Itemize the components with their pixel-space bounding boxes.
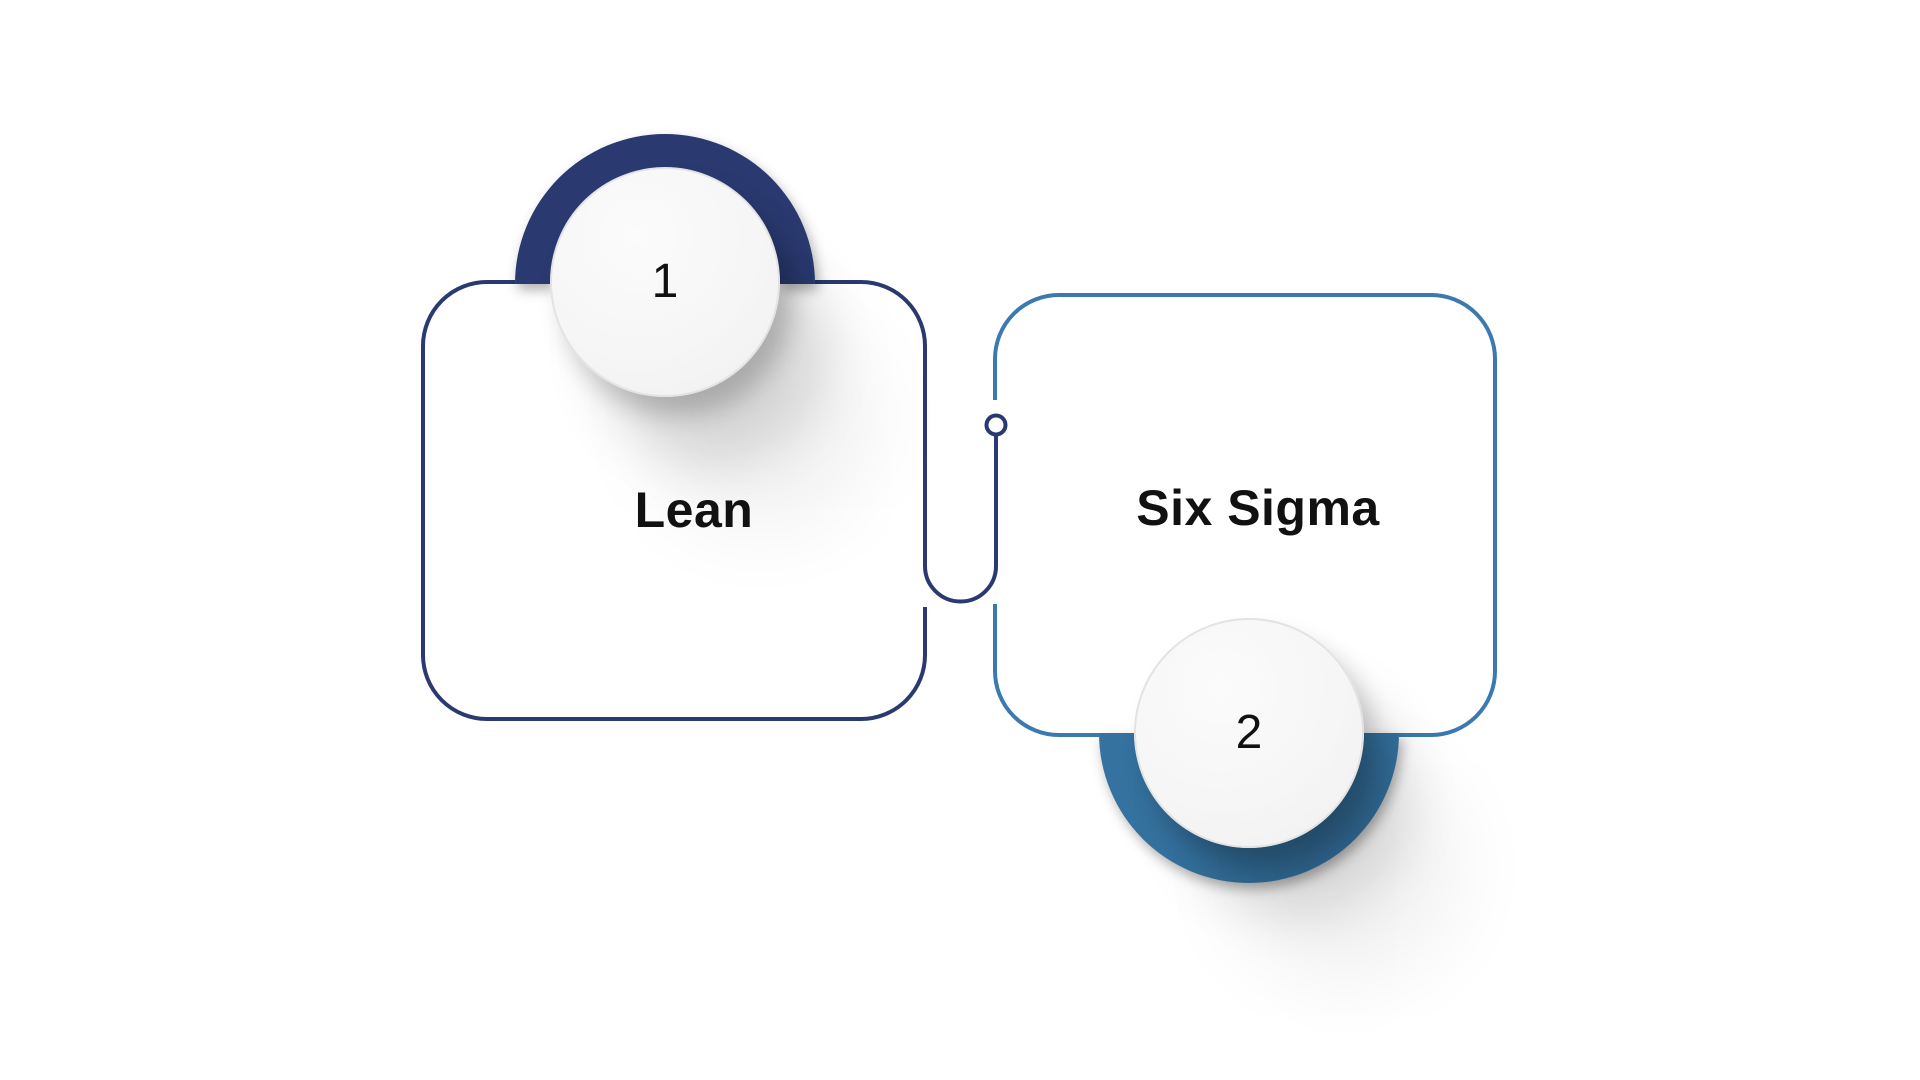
step2-arc	[1099, 733, 1399, 883]
connector-line	[923, 436, 998, 604]
connector-node-icon	[984, 413, 1008, 437]
lean-box-border	[421, 280, 927, 721]
step2-number: 2	[1235, 706, 1263, 759]
step1-badge: 1	[550, 167, 780, 397]
lean-box-label: Lean	[634, 482, 754, 538]
lean-box-fill	[423, 282, 925, 719]
step1-arc	[515, 134, 815, 284]
six-sigma-box-fill	[995, 295, 1495, 735]
six-sigma-box-label: Six Sigma	[1136, 480, 1380, 536]
step1-number: 1	[651, 255, 679, 308]
step2-badge: 2	[1134, 618, 1364, 848]
six-sigma-box-border	[993, 293, 1497, 737]
